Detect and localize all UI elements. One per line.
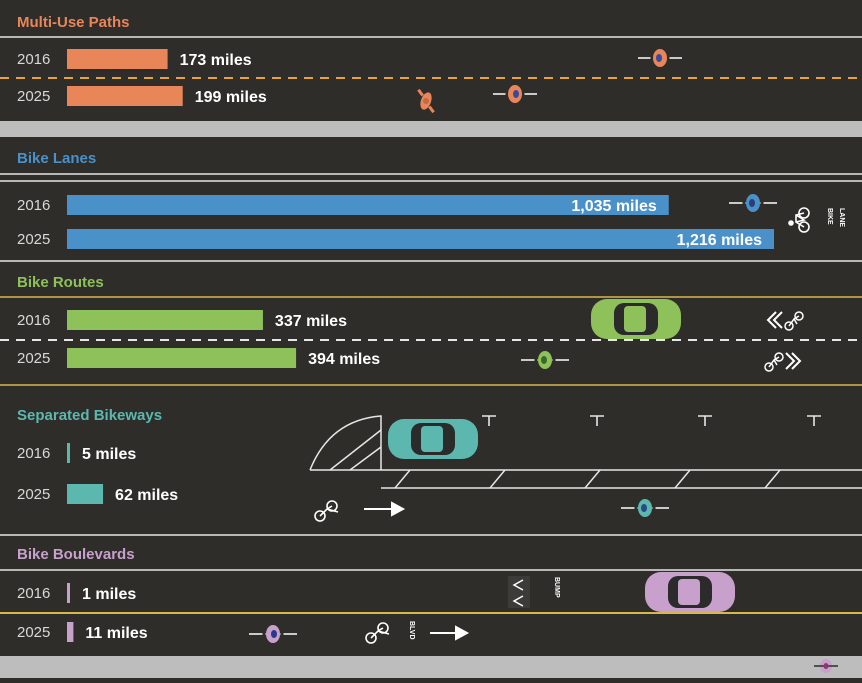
bicycle-icon (764, 352, 784, 372)
bar-value-label: 337 miles (275, 313, 347, 330)
bar (67, 86, 183, 106)
road-divider (0, 121, 862, 137)
bicycle-icon (365, 622, 390, 644)
lane-marking-text: LANE BIKE (826, 208, 845, 227)
svg-text:BUMP: BUMP (553, 577, 560, 598)
section-bike-lanes: Bike Lanes LANE BIKE (0, 150, 862, 262)
cyclist-icon (493, 85, 537, 103)
bar-value-label: 11 miles (85, 625, 147, 642)
section-title-separated: Separated Bikeways (17, 407, 162, 424)
year-label: 2016 (17, 197, 50, 214)
bar (67, 229, 774, 249)
section-title-bike-routes: Bike Routes (17, 274, 104, 291)
bar (67, 195, 669, 215)
road-divider (0, 656, 862, 678)
bar-value-label: 5 miles (82, 446, 136, 463)
bar (67, 443, 70, 463)
cyclist-icon (729, 194, 777, 212)
bar (67, 622, 74, 642)
bar-value-label: 62 miles (115, 487, 178, 504)
car-icon (388, 419, 478, 459)
arrow-icon (364, 501, 406, 517)
svg-text:BIKE: BIKE (826, 208, 833, 225)
pedestrian-icon (417, 88, 435, 114)
year-label: 2016 (17, 585, 50, 602)
bar (67, 484, 104, 504)
year-label: 2016 (17, 51, 50, 68)
bar (67, 348, 297, 368)
buffer-zone (309, 415, 862, 489)
cyclist-icon (638, 49, 682, 67)
cyclist-icon (814, 659, 838, 673)
bar-value-label: 199 miles (195, 89, 267, 106)
speed-bump-marking: BUMP (508, 576, 560, 608)
cyclist-icon (521, 351, 569, 369)
bar-value-label: 1 miles (82, 586, 136, 603)
car-icon (645, 572, 735, 612)
chevron-icon (785, 352, 802, 370)
year-label: 2025 (17, 350, 50, 367)
year-label: 2025 (17, 88, 50, 105)
bollard-icon (482, 415, 821, 426)
section-title-boulevards: Bike Boulevards (17, 546, 135, 563)
year-label: 2025 (17, 231, 50, 248)
year-label: 2016 (17, 445, 50, 462)
year-label: 2025 (17, 486, 50, 503)
bicycle-icon (784, 311, 804, 331)
section-boulevards: Bike Boulevards BUMP BLVD (0, 534, 862, 678)
cyclist-icon (621, 499, 669, 517)
year-label: 2025 (17, 624, 50, 641)
cyclist-icon (249, 625, 297, 643)
bicycle-icon (788, 207, 810, 233)
bicycle-icon (314, 500, 339, 522)
blvd-marking-text: BLVD (408, 621, 415, 640)
section-separated: Separated Bikeways (17, 407, 862, 522)
bar (67, 583, 70, 603)
bar-value-label: 394 miles (308, 351, 380, 368)
section-multi-use: Multi-Use Paths (0, 14, 862, 137)
svg-text:LANE: LANE (838, 208, 845, 227)
section-bike-routes: Bike Routes (0, 274, 862, 386)
bar-value-label: 1,216 miles (677, 232, 763, 249)
car-icon (591, 299, 681, 339)
year-label: 2016 (17, 312, 50, 329)
bar (67, 49, 168, 69)
bar-value-label: 1,035 miles (571, 198, 657, 215)
section-title-bike-lanes: Bike Lanes (17, 150, 96, 167)
arrow-icon (430, 625, 470, 641)
section-title-multi-use: Multi-Use Paths (17, 14, 130, 31)
bar (67, 310, 263, 330)
bars-layer: 2016 173 miles 2025 199 miles 2016 1,035 mile… (17, 49, 774, 642)
chevron-icon (766, 311, 783, 329)
bar-value-label: 173 miles (180, 52, 252, 69)
